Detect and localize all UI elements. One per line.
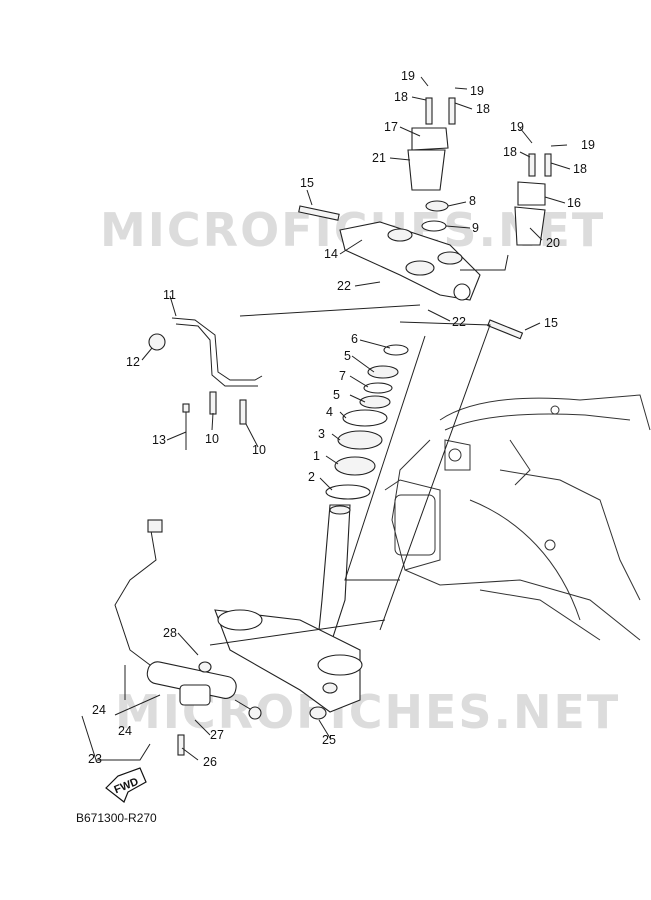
callout-10: 10 <box>252 443 266 457</box>
callout-25: 25 <box>322 733 336 747</box>
callout-12: 12 <box>126 355 140 369</box>
cable-guide <box>148 317 263 450</box>
callout-10: 10 <box>205 432 219 446</box>
callout-9: 9 <box>472 221 479 235</box>
callout-17: 17 <box>384 120 398 134</box>
callout-22: 22 <box>337 279 351 293</box>
callout-3: 3 <box>318 427 325 441</box>
callout-16: 16 <box>567 196 581 210</box>
callout-18: 18 <box>394 90 408 104</box>
upper-bracket <box>339 221 481 301</box>
steering-damper <box>114 519 327 756</box>
callout-15: 15 <box>300 176 314 190</box>
callout-26: 26 <box>203 755 217 769</box>
callout-7: 7 <box>339 369 346 383</box>
callout-14: 14 <box>324 247 338 261</box>
callout-11: 11 <box>163 288 176 302</box>
lower-bracket <box>214 504 363 713</box>
callout-1: 1 <box>313 449 320 463</box>
callout-19: 19 <box>510 120 524 134</box>
callout-19: 19 <box>401 69 415 83</box>
callout-4: 4 <box>326 405 333 419</box>
callout-23: 23 <box>88 752 102 766</box>
callout-28: 28 <box>163 626 177 640</box>
bearing-stack <box>325 344 409 500</box>
callout-labels: 19 19 18 18 17 21 19 19 18 18 16 20 15 8… <box>88 69 595 769</box>
frame-outline <box>384 394 651 641</box>
callout-20: 20 <box>546 236 560 250</box>
callout-21: 21 <box>372 151 386 165</box>
fwd-arrow: FWD <box>105 767 147 803</box>
callout-18: 18 <box>573 162 587 176</box>
drawing-code: B671300-R270 <box>76 811 157 825</box>
callout-19: 19 <box>470 84 484 98</box>
callout-22: 22 <box>452 315 466 329</box>
callout-27: 27 <box>210 728 224 742</box>
callout-5: 5 <box>333 388 340 402</box>
callout-24: 24 <box>118 724 132 738</box>
callout-8: 8 <box>469 194 476 208</box>
callout-13: 13 <box>152 433 166 447</box>
leader-lines <box>81 76 571 761</box>
callout-5: 5 <box>344 349 351 363</box>
callout-19: 19 <box>581 138 595 152</box>
callout-2: 2 <box>308 470 315 484</box>
callout-18: 18 <box>503 145 517 159</box>
callout-18: 18 <box>476 102 490 116</box>
callout-24: 24 <box>92 703 106 717</box>
callout-15: 15 <box>544 316 558 330</box>
callout-6: 6 <box>351 332 358 346</box>
